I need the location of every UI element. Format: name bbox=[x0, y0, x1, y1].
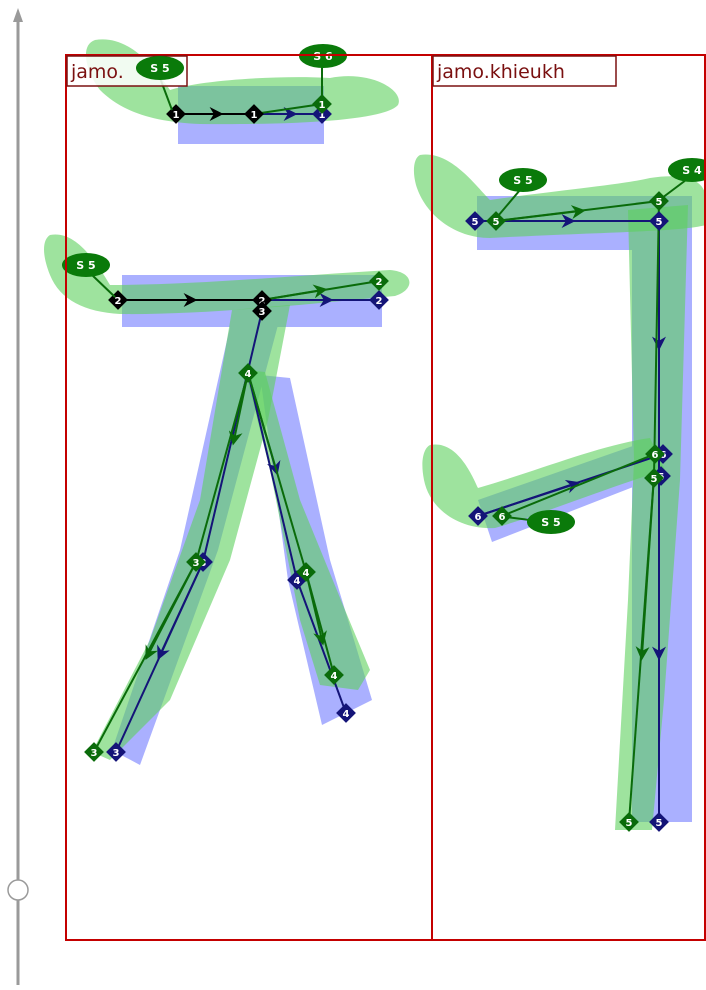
match-strokes bbox=[44, 39, 410, 760]
svg-text:2: 2 bbox=[376, 296, 383, 307]
path-left-leg-green bbox=[195, 372, 249, 563]
svg-text:1: 1 bbox=[251, 110, 258, 121]
svg-text:5: 5 bbox=[472, 217, 479, 228]
path-diagonal-navy-arrow bbox=[477, 479, 581, 517]
path-left-leg-green2-arrow bbox=[145, 561, 197, 660]
node-green: 1 bbox=[312, 94, 332, 114]
path-right-leg-navy bbox=[247, 372, 298, 581]
svg-text:5: 5 bbox=[626, 818, 633, 829]
path-left-leg-navy-arrow bbox=[157, 561, 204, 661]
glyph-cell-right: 5 5 5 5 6 6 5 bbox=[413, 54, 706, 941]
svg-text:S 5: S 5 bbox=[513, 174, 532, 187]
glyph-cell-left: 1 1 1 1 2 2 2 bbox=[44, 39, 433, 941]
badge-connector bbox=[91, 274, 116, 298]
cell-label: jamo.khieukh bbox=[436, 61, 565, 83]
svg-text:3: 3 bbox=[113, 748, 120, 759]
cell-label: jamo. bbox=[70, 61, 124, 83]
path-dot-green bbox=[253, 103, 323, 115]
node-navy: 1 bbox=[312, 104, 332, 124]
node-navy: 2 bbox=[369, 290, 389, 310]
svg-text:5: 5 bbox=[651, 474, 658, 485]
badge-connector bbox=[505, 516, 531, 521]
slider-top-arrow-icon bbox=[13, 8, 23, 22]
path-left-leg-green-arrow bbox=[228, 372, 249, 446]
score-badge: S 5 bbox=[527, 510, 575, 534]
score-badge: S 5 bbox=[62, 253, 110, 277]
svg-text:5: 5 bbox=[656, 197, 663, 208]
path-vertical-green2-arrow bbox=[635, 475, 655, 661]
path-vertical-green bbox=[653, 200, 660, 477]
svg-text:5: 5 bbox=[493, 217, 500, 228]
path-bar-green-arrow bbox=[261, 284, 328, 301]
cell-frame bbox=[65, 54, 433, 941]
svg-text:6: 6 bbox=[475, 512, 482, 523]
score-badge: S 5 bbox=[499, 168, 547, 192]
svg-text:6: 6 bbox=[652, 450, 659, 461]
svg-text:4: 4 bbox=[245, 369, 252, 380]
cell-label-box bbox=[432, 55, 617, 87]
node-green: 5 bbox=[486, 211, 506, 231]
match-blob-left-leg bbox=[92, 305, 290, 760]
path-right-leg-navy2 bbox=[296, 579, 347, 714]
svg-text:S 4: S 4 bbox=[682, 164, 702, 177]
score-badges: S 5 S 4 S 5 bbox=[497, 158, 706, 534]
score-badge-overlay: S 5 bbox=[136, 56, 184, 80]
path-top-green-arrow bbox=[495, 205, 586, 222]
node-green: 2 bbox=[369, 271, 389, 291]
badge-connector bbox=[661, 179, 687, 199]
svg-text:4: 4 bbox=[303, 568, 310, 579]
svg-text:6: 6 bbox=[499, 512, 506, 523]
path-right-leg-green bbox=[247, 372, 307, 573]
svg-text:4: 4 bbox=[294, 576, 301, 587]
cell-frame bbox=[431, 54, 706, 941]
svg-text:2: 2 bbox=[376, 277, 383, 288]
match-blob-diagonal bbox=[422, 438, 665, 529]
svg-text:3: 3 bbox=[193, 558, 200, 569]
svg-text:4: 4 bbox=[343, 709, 350, 720]
svg-text:1: 1 bbox=[319, 110, 326, 121]
svg-text:S 5: S 5 bbox=[150, 62, 169, 75]
path-diagonal-green bbox=[501, 453, 656, 517]
svg-text:S 5: S 5 bbox=[541, 516, 560, 529]
path-right-leg-green2-arrow bbox=[305, 571, 327, 646]
svg-text:5: 5 bbox=[656, 818, 663, 829]
timeline-slider[interactable] bbox=[7, 8, 29, 985]
svg-text:1: 1 bbox=[173, 110, 180, 121]
svg-text:3: 3 bbox=[91, 748, 98, 759]
match-blob-right-leg bbox=[245, 370, 370, 690]
svg-text:S 5: S 5 bbox=[76, 259, 95, 272]
node-navy: 5 bbox=[465, 211, 485, 231]
score-badge: S 4 bbox=[668, 158, 706, 182]
svg-text:2: 2 bbox=[115, 296, 122, 307]
badge-connector bbox=[497, 189, 521, 217]
svg-text:1: 1 bbox=[319, 100, 326, 111]
svg-text:5: 5 bbox=[656, 217, 663, 228]
slider-handle-icon[interactable] bbox=[7, 879, 29, 901]
stroke-paths bbox=[475, 200, 666, 823]
svg-text:4: 4 bbox=[331, 671, 338, 682]
node-green: 4 bbox=[238, 363, 258, 383]
svg-text:3: 3 bbox=[259, 307, 266, 318]
node-black: 3 bbox=[252, 301, 272, 321]
svg-text:S 6: S 6 bbox=[313, 50, 333, 63]
